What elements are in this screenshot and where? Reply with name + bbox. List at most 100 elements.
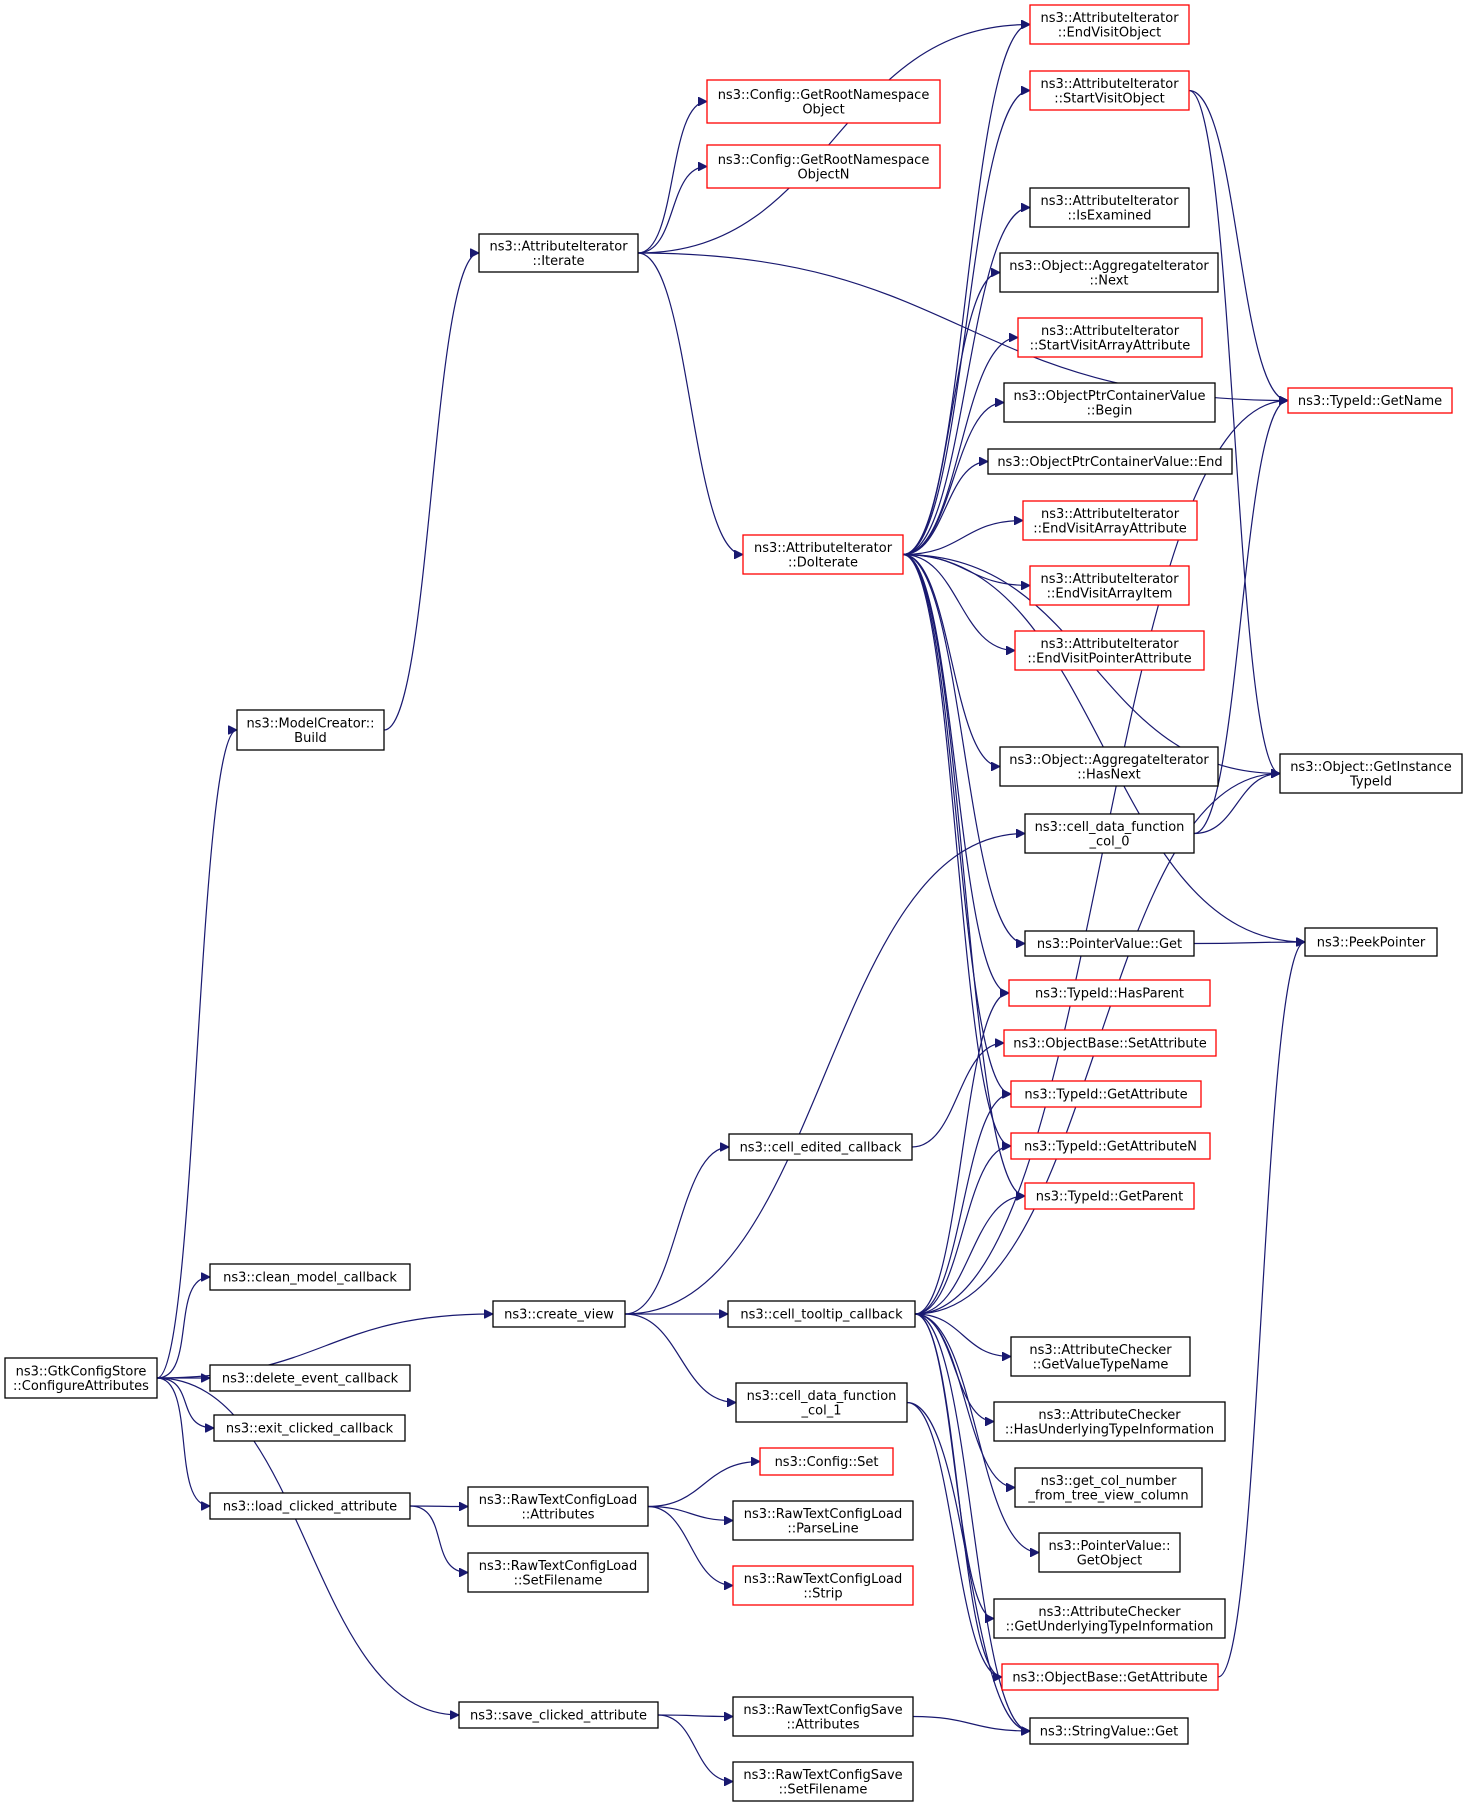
node-label-isexamined-line-0: ns3::AttributeIterator <box>1040 194 1179 209</box>
node-label-celledited-line-0: ns3::cell_edited_callback <box>740 1141 902 1156</box>
node-createview[interactable]: ns3::create_view <box>492 1300 626 1328</box>
node-celltooltip[interactable]: ns3::cell_tooltip_callback <box>727 1300 916 1328</box>
node-rawloadstrip[interactable]: ns3::RawTextConfigLoad::Strip <box>732 1565 914 1606</box>
node-startvisitarr[interactable]: ns3::AttributeIterator::StartVisitArrayA… <box>1017 317 1203 358</box>
node-endvisititem[interactable]: ns3::AttributeIterator::EndVisitArrayIte… <box>1029 565 1190 606</box>
node-rawloadparse[interactable]: ns3::RawTextConfigLoad::ParseLine <box>732 1500 914 1541</box>
call-edge-celltooltip-to-hasparent <box>914 993 1010 1315</box>
node-label-getcolnumber-line-1: _from_tree_view_column <box>1027 1488 1188 1503</box>
node-box-ptrvalgetobj <box>1038 1532 1181 1573</box>
node-objbasesetattr[interactable]: ns3::ObjectBase::SetAttribute <box>1003 1029 1217 1057</box>
call-edge-startvisitobj-to-typeidgetname <box>1188 89 1289 401</box>
node-box-objbasegetattr <box>1001 1663 1219 1691</box>
call-edge-doiterate-to-ptrend <box>902 462 988 556</box>
node-label-endvisitptr-line-0: ns3::AttributeIterator <box>1040 637 1179 652</box>
node-label-ptrvalgetobj-line-1: GetObject <box>1077 1553 1143 1568</box>
node-objbasegetattr[interactable]: ns3::ObjectBase::GetAttribute <box>1001 1663 1219 1691</box>
node-box-endvisitobj <box>1029 4 1190 45</box>
node-typeidgetattr[interactable]: ns3::TypeId::GetAttribute <box>1010 1080 1202 1108</box>
node-label-agghasnext-line-1: ::HasNext <box>1077 767 1141 782</box>
node-label-celldata0-line-1: _col_0 <box>1089 834 1130 849</box>
node-typeidgetparent[interactable]: ns3::TypeId::GetParent <box>1024 1182 1195 1210</box>
node-checkerhasunder[interactable]: ns3::AttributeChecker::HasUnderlyingType… <box>993 1401 1226 1442</box>
node-getcolnumber[interactable]: ns3::get_col_number_from_tree_view_colum… <box>1014 1467 1203 1508</box>
node-label-createview-line-0: ns3::create_view <box>504 1308 614 1323</box>
node-label-startvisitobj-line-0: ns3::AttributeIterator <box>1040 77 1179 92</box>
node-ptrvalget[interactable]: ns3::PointerValue::Get <box>1024 930 1195 957</box>
node-celldata0[interactable]: ns3::cell_data_function_col_0 <box>1024 813 1195 854</box>
call-edge-celltooltip-to-objbasegetattr <box>914 1313 1003 1677</box>
node-endvisitarr[interactable]: ns3::AttributeIterator::EndVisitArrayAtt… <box>1022 500 1198 541</box>
node-box-stringvalget <box>1029 1717 1189 1745</box>
node-typeidgetattrn[interactable]: ns3::TypeId::GetAttributeN <box>1010 1132 1211 1160</box>
call-edge-doiterate-to-endvisitarr <box>902 521 1023 556</box>
node-box-root <box>4 1357 158 1399</box>
call-edge-doiterate-to-typeidgetattr <box>902 553 1012 1095</box>
node-saveclicked[interactable]: ns3::save_clicked_attribute <box>458 1701 659 1729</box>
node-agghasnext[interactable]: ns3::Object::AggregateIterator::HasNext <box>999 746 1219 787</box>
call-edge-rawloadattrs-to-rawloadparse <box>647 1505 733 1521</box>
node-label-exitclicked-line-0: ns3::exit_clicked_callback <box>226 1422 394 1437</box>
call-edge-celltooltip-to-getcolnumber <box>914 1313 1015 1488</box>
node-ptrvalgetobj[interactable]: ns3::PointerValue::GetObject <box>1038 1532 1181 1573</box>
node-ptrend[interactable]: ns3::ObjectPtrContainerValue::End <box>987 448 1233 475</box>
node-label-deleteevent-line-0: ns3::delete_event_callback <box>222 1372 399 1387</box>
node-label-checkerhasunder-line-1: ::HasUnderlyingTypeInformation <box>1005 1422 1214 1437</box>
node-box-rawsavesetfile <box>732 1761 914 1802</box>
node-build[interactable]: ns3::ModelCreator::Build <box>236 709 385 751</box>
node-ptrbegin[interactable]: ns3::ObjectPtrContainerValue::Begin <box>1003 382 1216 423</box>
node-peekptr[interactable]: ns3::PeekPointer <box>1304 927 1438 957</box>
node-label-doiterate-line-1: ::DoIterate <box>788 555 858 570</box>
node-isexamined[interactable]: ns3::AttributeIterator::IsExamined <box>1029 187 1190 228</box>
node-box-rawloadattrs <box>467 1486 649 1527</box>
node-celledited[interactable]: ns3::cell_edited_callback <box>728 1133 913 1161</box>
node-label-cleanmodel-line-0: ns3::clean_model_callback <box>223 1271 397 1286</box>
node-endvisitptr[interactable]: ns3::AttributeIterator::EndVisitPointerA… <box>1014 630 1205 671</box>
node-rawsaveattrs[interactable]: ns3::RawTextConfigSave::Attributes <box>732 1696 914 1737</box>
node-root[interactable]: ns3::GtkConfigStore::ConfigureAttributes <box>4 1357 158 1399</box>
node-celldata1[interactable]: ns3::cell_data_function_col_1 <box>735 1382 908 1423</box>
node-checkergetvalue[interactable]: ns3::AttributeChecker::GetValueTypeName <box>1010 1336 1191 1377</box>
node-label-ptrend-line-0: ns3::ObjectPtrContainerValue::End <box>997 455 1222 470</box>
node-typeidgetname[interactable]: ns3::TypeId::GetName <box>1287 387 1453 414</box>
node-box-ptrend <box>987 448 1233 475</box>
call-edge-celltooltip-to-stringvalget <box>914 1313 1030 1731</box>
call-edge-celltooltip-to-typeidgetattrn <box>914 1146 1011 1315</box>
node-aggnext[interactable]: ns3::Object::AggregateIterator::Next <box>999 252 1219 293</box>
node-box-hasparent <box>1008 979 1211 1007</box>
node-label-stringvalget-line-0: ns3::StringValue::Get <box>1040 1725 1178 1740</box>
node-configset[interactable]: ns3::Config::Set <box>759 1447 894 1476</box>
node-deleteevent[interactable]: ns3::delete_event_callback <box>209 1364 411 1392</box>
node-doiterate[interactable]: ns3::AttributeIterator::DoIterate <box>742 534 904 575</box>
node-checkergetunder[interactable]: ns3::AttributeChecker::GetUnderlyingType… <box>993 1598 1226 1639</box>
node-startvisitobj[interactable]: ns3::AttributeIterator::StartVisitObject <box>1029 70 1190 111</box>
node-label-rawloadsetfile-line-0: ns3::RawTextConfigLoad <box>479 1559 638 1574</box>
node-box-createview <box>492 1300 626 1328</box>
node-label-startvisitarr-line-1: ::StartVisitArrayAttribute <box>1030 338 1191 353</box>
node-label-rawsavesetfile-line-1: ::SetFilename <box>779 1782 868 1797</box>
node-rawsavesetfile[interactable]: ns3::RawTextConfigSave::SetFilename <box>732 1761 914 1802</box>
node-label-iterate-line-0: ns3::AttributeIterator <box>489 239 628 254</box>
node-iterate[interactable]: ns3::AttributeIterator::Iterate <box>478 233 639 273</box>
node-label-checkergetunder-line-1: ::GetUnderlyingTypeInformation <box>1006 1619 1214 1634</box>
node-box-startvisitarr <box>1017 317 1203 358</box>
node-stringvalget[interactable]: ns3::StringValue::Get <box>1029 1717 1189 1745</box>
node-box-celldata0 <box>1024 813 1195 854</box>
node-box-peekptr <box>1304 927 1438 957</box>
node-exitclicked[interactable]: ns3::exit_clicked_callback <box>213 1414 406 1442</box>
node-loadclicked[interactable]: ns3::load_clicked_attribute <box>209 1492 411 1520</box>
node-hasparent[interactable]: ns3::TypeId::HasParent <box>1008 979 1211 1007</box>
node-box-cleanmodel <box>209 1263 411 1291</box>
node-rawloadattrs[interactable]: ns3::RawTextConfigLoad::Attributes <box>467 1486 649 1527</box>
node-label-endvisitobj-line-1: ::EndVisitObject <box>1058 25 1162 40</box>
node-rawloadsetfile[interactable]: ns3::RawTextConfigLoad::SetFilename <box>467 1552 649 1593</box>
node-box-rawsaveattrs <box>732 1696 914 1737</box>
node-endvisitobj[interactable]: ns3::AttributeIterator::EndVisitObject <box>1029 4 1190 45</box>
call-edge-createview-to-celldata0 <box>624 834 1025 1315</box>
node-cleanmodel[interactable]: ns3::clean_model_callback <box>209 1263 411 1291</box>
node-box-objbasesetattr <box>1003 1029 1217 1057</box>
call-edge-saveclicked-to-rawsaveattrs <box>657 1715 733 1717</box>
